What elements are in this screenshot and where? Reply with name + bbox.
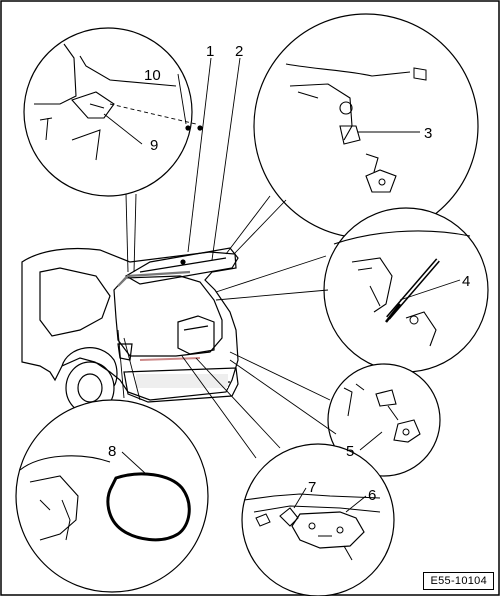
bumper-trim: [139, 357, 201, 361]
callout-7: 7: [308, 479, 316, 496]
detail-circle-strut-mount: [253, 13, 479, 239]
callout-10: 10: [144, 67, 161, 84]
lock-assembly: [291, 511, 365, 549]
hinge-bolt: [185, 125, 191, 131]
callout-1: 1: [206, 43, 214, 60]
tailgate-seal: [106, 472, 191, 542]
detail-circle-lock: [241, 443, 395, 596]
detail-circle-hinge: [23, 27, 203, 197]
connector-lines: [117, 193, 337, 459]
detail-circle-gas-strut: [323, 207, 489, 373]
callout-3: 3: [424, 125, 432, 142]
gas-strut-rod: [385, 303, 401, 323]
callout-leaders: [103, 57, 461, 513]
detail-circle-bump-stop: [327, 363, 441, 477]
figure-reference-code: E55-10104: [423, 572, 494, 590]
tailgate: [124, 247, 239, 285]
detail-circle-seal: [15, 399, 209, 593]
callout-4: 4: [462, 273, 470, 290]
callout-9: 9: [150, 137, 158, 154]
bumper-shade: [136, 374, 228, 388]
callout-6: 6: [368, 487, 376, 504]
tailgate-seal-outline: [117, 270, 191, 287]
callout-5: 5: [346, 443, 354, 460]
callout-8: 8: [108, 443, 116, 460]
callout-2: 2: [235, 43, 243, 60]
